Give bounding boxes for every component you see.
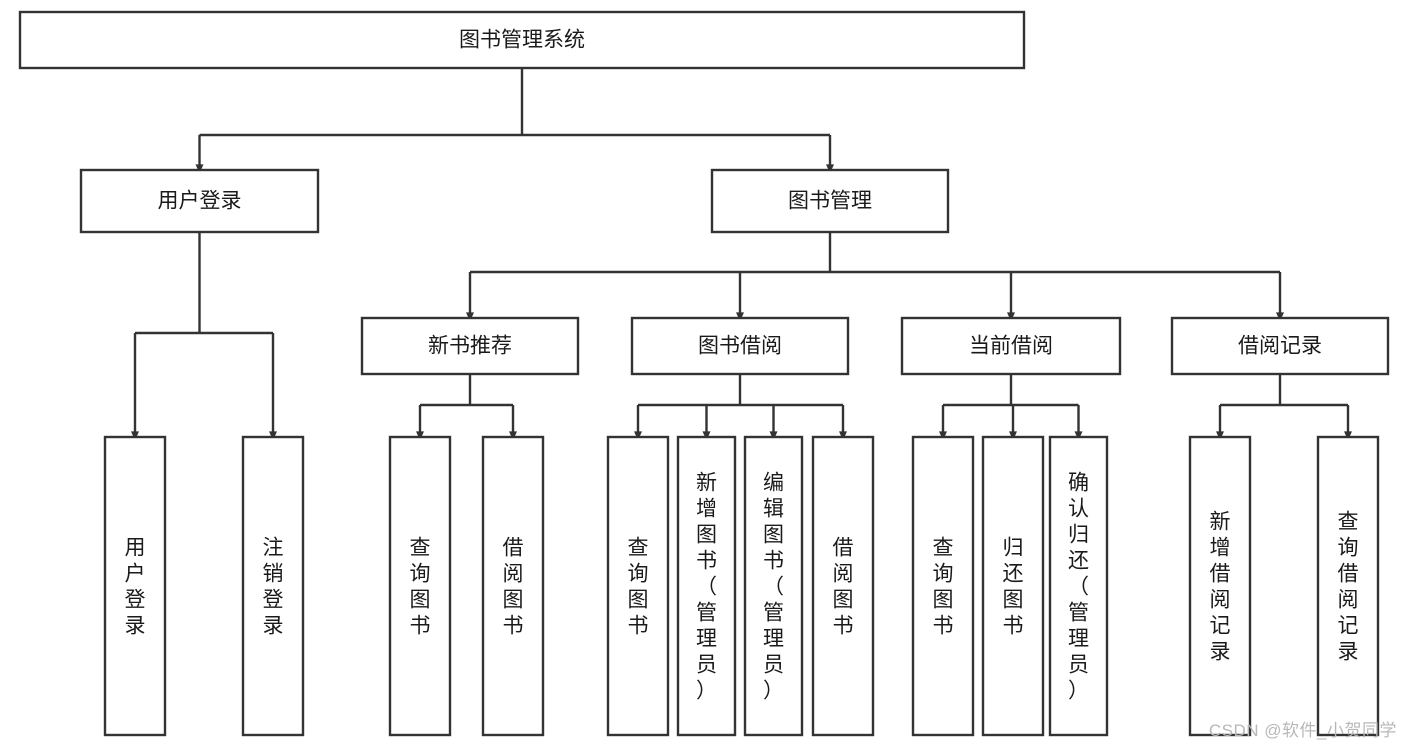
node-leaf-add-book[interactable]: 新增图书（管理员） (676, 435, 737, 737)
node-book-manage[interactable]: 图书管理 (710, 168, 950, 234)
node-borrow-record[interactable]: 借阅记录 (1170, 316, 1390, 376)
node-label-new-book-rec: 新书推荐 (428, 335, 512, 358)
connector-borrow-record (1216, 374, 1352, 441)
connector-user-login (131, 232, 277, 441)
node-box-leaf-borrow-book-1[interactable] (481, 435, 545, 737)
node-root[interactable]: 图书管理系统 (18, 10, 1026, 70)
node-label-current-borrow: 当前借阅 (969, 335, 1053, 358)
connector-root (195, 68, 834, 174)
node-box-leaf-add-book[interactable] (676, 435, 737, 737)
node-box-leaf-user-login[interactable] (103, 435, 167, 737)
node-new-book-rec[interactable]: 新书推荐 (360, 316, 580, 376)
connector-book-borrow (634, 374, 847, 441)
node-leaf-logout[interactable]: 注销登录 (241, 435, 305, 737)
node-label-leaf-add-book: 新增图书（管理员） (696, 471, 717, 702)
node-label-book-borrow: 图书借阅 (698, 335, 782, 358)
node-label-leaf-confirm-return: 确认归还（管理员） (1068, 471, 1089, 702)
node-leaf-user-login[interactable]: 用户登录 (103, 435, 167, 737)
node-box-leaf-logout[interactable] (241, 435, 305, 737)
node-box-user-login[interactable] (79, 168, 320, 234)
node-box-root[interactable] (18, 10, 1026, 70)
node-box-new-book-rec[interactable] (360, 316, 580, 376)
node-box-leaf-edit-book[interactable] (743, 435, 804, 737)
node-label-leaf-borrow-book-2: 借阅图书 (833, 536, 854, 637)
node-leaf-borrow-book-2[interactable]: 借阅图书 (811, 435, 875, 737)
node-label-borrow-record: 借阅记录 (1238, 335, 1322, 358)
node-box-book-borrow[interactable] (630, 316, 850, 376)
node-leaf-edit-book[interactable]: 编辑图书（管理员） (743, 435, 804, 737)
node-leaf-query-book-3[interactable]: 查询图书 (911, 435, 975, 737)
node-leaf-query-record[interactable]: 查询借阅记录 (1316, 435, 1380, 737)
node-box-leaf-query-book-1[interactable] (388, 435, 452, 737)
node-box-leaf-query-book-2[interactable] (606, 435, 670, 737)
node-leaf-query-book-1[interactable]: 查询图书 (388, 435, 452, 737)
node-current-borrow[interactable]: 当前借阅 (900, 316, 1122, 376)
node-box-leaf-query-book-3[interactable] (911, 435, 975, 737)
node-label-leaf-add-record: 新增借阅记录 (1210, 510, 1231, 663)
node-leaf-confirm-return[interactable]: 确认归还（管理员） (1048, 435, 1109, 737)
node-label-user-login: 用户登录 (158, 190, 242, 213)
node-box-book-manage[interactable] (710, 168, 950, 234)
node-user-login[interactable]: 用户登录 (79, 168, 320, 234)
node-box-current-borrow[interactable] (900, 316, 1122, 376)
node-box-leaf-confirm-return[interactable] (1048, 435, 1109, 737)
connector-book-manage (466, 232, 1284, 322)
node-label-leaf-query-book-3: 查询图书 (933, 536, 954, 637)
node-box-leaf-borrow-book-2[interactable] (811, 435, 875, 737)
node-leaf-query-book-2[interactable]: 查询图书 (606, 435, 670, 737)
node-label-leaf-query-book-2: 查询图书 (628, 536, 649, 637)
node-label-leaf-query-record: 查询借阅记录 (1338, 510, 1359, 663)
node-book-borrow[interactable]: 图书借阅 (630, 316, 850, 376)
node-box-leaf-return-book[interactable] (981, 435, 1045, 737)
node-leaf-add-record[interactable]: 新增借阅记录 (1188, 435, 1252, 737)
node-label-book-manage: 图书管理 (788, 190, 872, 213)
node-label-leaf-return-book: 归还图书 (1003, 536, 1024, 637)
node-label-leaf-user-login: 用户登录 (125, 536, 146, 637)
node-leaf-return-book[interactable]: 归还图书 (981, 435, 1045, 737)
node-label-leaf-edit-book: 编辑图书（管理员） (763, 471, 784, 702)
node-box-borrow-record[interactable] (1170, 316, 1390, 376)
node-label-leaf-logout: 注销登录 (263, 536, 284, 637)
connector-new-book-rec (416, 374, 517, 441)
node-box-leaf-add-record[interactable] (1188, 435, 1252, 737)
node-box-leaf-query-record[interactable] (1316, 435, 1380, 737)
node-label-root: 图书管理系统 (459, 29, 585, 52)
node-leaf-borrow-book-1[interactable]: 借阅图书 (481, 435, 545, 737)
connector-current-borrow (939, 374, 1083, 441)
node-label-leaf-query-book-1: 查询图书 (410, 536, 431, 637)
connector-layer (131, 68, 1352, 441)
csdn-watermark: CSDN @软件_小贺同学 (1208, 721, 1397, 740)
node-layer: 图书管理系统用户登录图书管理新书推荐图书借阅当前借阅借阅记录用户登录注销登录查询… (18, 10, 1390, 737)
node-label-leaf-borrow-book-1: 借阅图书 (503, 536, 524, 637)
